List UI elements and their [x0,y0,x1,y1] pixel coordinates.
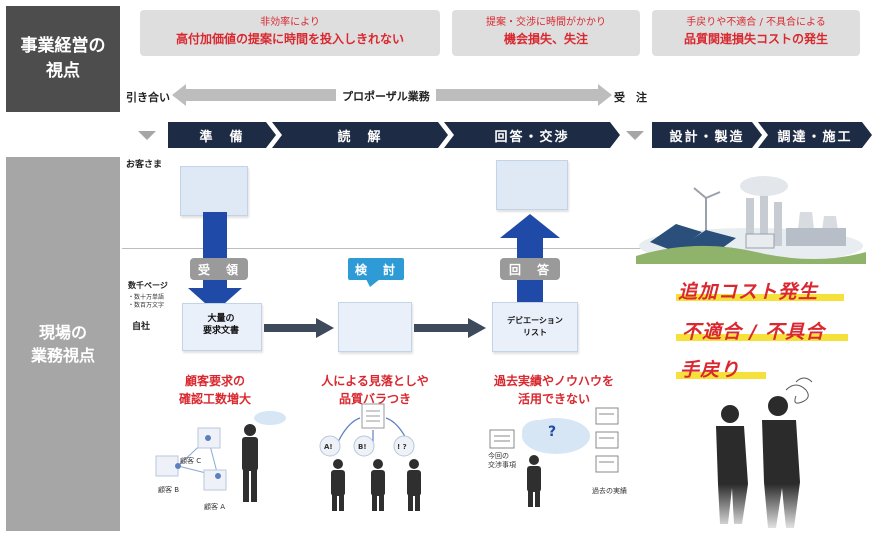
current-items-label: 今回の 交渉事項 [488,452,516,469]
issue-box-quality-cost: 手戻りや不適合 / 不具合による 品質関連損失コストの発生 [652,10,860,56]
step-read: 読 解 [272,122,448,148]
customer-network-scene [155,411,286,502]
worried-people-illustration [700,377,840,530]
customer-c-label: 顧客 C [180,457,202,465]
bubble-q: ! ? [397,443,407,451]
field-view-label: 現場の 業務視点 [6,157,120,531]
bubble-a: A! [324,443,333,451]
past-results-label: 過去の実績 [592,487,627,495]
issue-line2: 高付加価値の提案に時間を投入しきれない [175,32,404,46]
highlight-bar [676,294,844,301]
industrial-plant-illustration [636,176,866,264]
cost-nonconformity: 不適合 / 不具合 [682,321,826,343]
issue-box-inefficiency: 非効率により 高付加価値の提案に時間を投入しきれない [140,10,440,56]
flow-arrow-2 [414,318,486,338]
pages-label: 数千ページ [128,281,168,290]
issue-line1: 非効率により [260,17,320,28]
cost-rework: 手戻り [680,359,741,381]
customer-document [180,166,248,216]
step-prepare: 準 備 [168,122,276,148]
caption-knowhow: 過去実績やノウハウを 活用できない [493,374,614,406]
pages-sub2: ・数百万文字 [128,302,165,309]
deviation-doc-label: デビエーション リスト [507,316,563,337]
issue-line2: 機会損失、失注 [503,32,588,46]
highlight-bar [676,372,766,379]
answer-document [496,160,568,210]
review-pill-tail [366,279,380,287]
receive-pill: 受 領 [190,258,248,280]
knowhow-scene [489,407,619,507]
issue-line2: 品質関連損失コストの発生 [683,32,828,46]
step-answer: 回答・交渉 [444,122,620,148]
highlight-bar [676,334,848,341]
issue-line1: 提案・交渉に時間がかかり [486,17,606,28]
step-marker [138,131,156,140]
review-pill: 検 討 [348,258,404,280]
requirement-document [182,303,262,351]
cost-additional: 追加コスト発生 [678,281,819,303]
caption-oversight: 人による見落としや 品質バラつき [321,374,429,406]
question-mark: ? [548,424,557,440]
review-document [338,302,412,352]
company-label: 自社 [132,322,151,332]
review-people-scene [319,403,421,511]
step-marker [626,131,644,140]
proposal-label: プロポーザル業務 [336,88,436,104]
pages-sub1: ・数十万単語 [128,294,165,301]
caption-workload: 顧客要求の 確認工数増大 [178,374,251,406]
bubble-b: B! [358,443,367,451]
business-view-label: 事業経営の 視点 [6,6,120,112]
customer-b-label: 顧客 B [158,486,180,494]
issue-line1: 手戻りや不適合 / 不具合による [686,17,826,28]
requirement-doc-label: 大量の 要求文書 [202,314,239,336]
step-design: 設計・製造 [652,122,762,148]
customer-label: お客さま [126,160,163,170]
answer-pill: 回 答 [500,258,560,280]
process-steps: 準 備 読 解 回答・交渉 設計・製造 調達・施工 [0,122,880,150]
deviation-document [492,302,578,352]
flow-arrow-1 [264,318,334,338]
order-label: 受 注 [614,91,647,104]
inquiry-label: 引き合い [126,91,170,104]
step-procure: 調達・施工 [758,122,872,148]
issue-box-opportunity-loss: 提案・交渉に時間がかかり 機会損失、失注 [452,10,640,56]
customer-a-label: 顧客 A [204,503,226,511]
divider-line [122,248,642,249]
